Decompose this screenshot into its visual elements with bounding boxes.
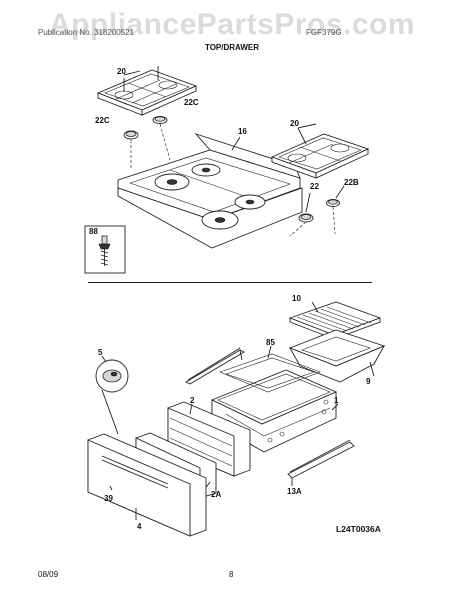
cooktop	[117, 133, 303, 249]
drawer-frame-85	[219, 345, 321, 393]
callout-88: 88	[89, 227, 98, 236]
callout-4: 4	[137, 522, 142, 531]
callout-9: 9	[366, 377, 371, 386]
broiler-pan	[288, 329, 386, 383]
inset-box-88	[84, 225, 126, 274]
drawer-rail-right	[287, 439, 355, 486]
callout-39: 39	[104, 494, 113, 503]
section-title: TOP/DRAWER	[204, 43, 260, 52]
grate-right	[270, 123, 370, 179]
callout-85: 85	[266, 338, 275, 347]
callout-13a: 13A	[287, 487, 302, 496]
callout-22c-left: 22C	[95, 116, 110, 125]
callout-2: 2	[190, 396, 195, 405]
grommet-22c-left	[123, 130, 139, 140]
footer-page-number: 8	[229, 570, 234, 579]
section-divider	[88, 282, 372, 283]
callout-20-left: 20	[117, 67, 126, 76]
callout-2a: 2A	[211, 490, 222, 499]
grommet-22c-top	[152, 116, 168, 124]
knob-detail-5	[95, 355, 129, 435]
diagram-code: L24T0036A	[336, 524, 381, 534]
model-number: FGF379G	[306, 28, 342, 37]
callout-22c-top: 22C	[184, 98, 199, 107]
grommet-22	[298, 213, 314, 223]
callout-5: 5	[98, 348, 103, 357]
callout-22b: 22B	[344, 178, 359, 187]
callout-22: 22	[310, 182, 319, 191]
callout-1: 1	[334, 396, 339, 405]
grommet-22b	[326, 199, 340, 207]
callout-16: 16	[238, 127, 247, 136]
callout-20-right: 20	[290, 119, 299, 128]
publication-number: Publication No. 318200521	[38, 28, 135, 37]
grate-left	[96, 66, 198, 116]
callout-10: 10	[292, 294, 301, 303]
drawer-rail-left	[185, 347, 245, 385]
footer-date: 08/09	[38, 570, 59, 579]
watermark: AppliancePartsPros.com	[48, 8, 416, 41]
drawer-front-outer-4	[87, 433, 207, 537]
